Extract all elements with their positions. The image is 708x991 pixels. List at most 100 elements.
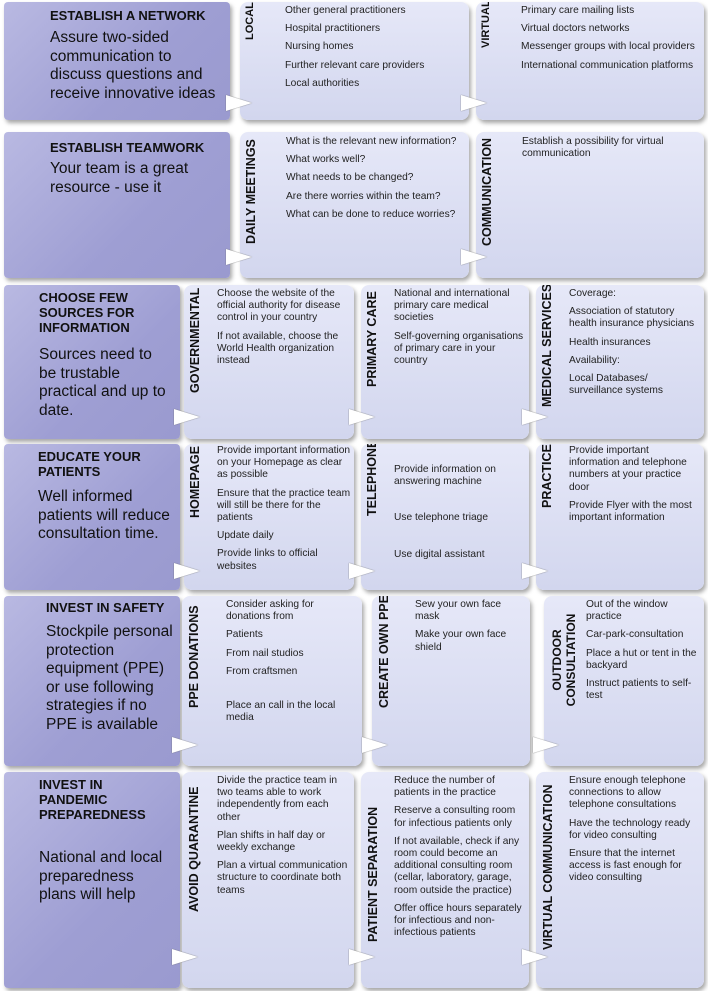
column-label: DAILY MEETINGS <box>244 139 258 244</box>
list-item: If not available, choose the World Healt… <box>217 330 339 367</box>
column-box-virtual-communication: VIRTUAL COMMUNICATION Ensure enough tele… <box>536 772 704 988</box>
list-item: Have the technology ready for video cons… <box>569 817 691 841</box>
list-item: What can be done to reduce worries? <box>286 208 456 220</box>
row-title: CHOOSE FEW SOURCES FOR INFORMATION <box>39 290 135 335</box>
list-item: Reserve a consulting room for infectious… <box>394 805 516 829</box>
list-item: Plan shifts in half day or weekly exchan… <box>217 829 326 854</box>
list-item: What needs to be changed? <box>286 172 414 184</box>
list-item: Coverage: <box>569 288 617 299</box>
column-items: What is the relevant new information? Wh… <box>286 136 464 227</box>
arrow-icon <box>362 737 388 753</box>
column-items: Choose the website of the official autho… <box>217 288 351 373</box>
arrow-icon <box>461 95 487 111</box>
arrow-icon <box>461 249 487 265</box>
list-item: Health insurances <box>569 336 651 348</box>
column-label: AVOID QUARANTINE <box>187 786 201 912</box>
list-item: Divide the practice team in two teams ab… <box>217 775 338 823</box>
column-label: PRIMARY CARE <box>365 291 379 387</box>
column-items: Divide the practice team in two teams ab… <box>217 775 351 903</box>
list-item: Place an call in the local media <box>226 700 336 724</box>
list-item: Out of the window practice <box>586 599 668 623</box>
column-box-avoid-quarantine: AVOID QUARANTINE Divide the practice tea… <box>182 772 354 988</box>
column-items: Reduce the number of patients in the pra… <box>394 775 526 945</box>
column-box-communication: COMMUNICATION Establish a possibility fo… <box>476 132 704 278</box>
arrow-icon <box>172 949 198 965</box>
list-item: Are there worries within the team? <box>286 190 441 202</box>
row-description: Well informed patients will reduce consu… <box>38 488 170 542</box>
column-items: Ensure enough telephone connections to a… <box>569 775 701 891</box>
row-title-box: INVEST IN PANDEMIC PREPAREDNESS National… <box>4 772 180 988</box>
column-label: TELEPHONE <box>365 444 379 516</box>
list-item: Availability: <box>569 354 620 366</box>
list-item: Other general practitioners <box>285 5 406 16</box>
list-item: Self-governing organisations of primary … <box>394 330 524 367</box>
list-item: Establish a possibility for virtual comm… <box>522 136 664 160</box>
column-box-primary-care: PRIMARY CARE National and international … <box>361 285 529 439</box>
list-item: Nursing homes <box>285 41 354 53</box>
arrow-icon <box>522 409 548 425</box>
column-label: VIRTUAL <box>480 2 492 48</box>
row-title: INVEST IN SAFETY <box>46 600 165 615</box>
row-description: Assure two-sided communication to discus… <box>50 29 216 102</box>
list-item: Messenger groups with local providers <box>521 41 695 53</box>
arrow-icon <box>349 563 375 579</box>
list-item: Provide links to official websites <box>217 548 318 572</box>
column-items: Sew your own face mask Make your own fac… <box>415 599 527 660</box>
column-label: LOCAL <box>244 2 256 40</box>
list-item: From craftsmen <box>226 665 298 677</box>
list-item: If not available, check if any room coul… <box>394 835 520 896</box>
arrow-icon <box>522 949 548 965</box>
list-item: Update daily <box>217 530 274 542</box>
list-item: Virtual doctors networks <box>521 23 630 35</box>
list-item: Hospital practitioners <box>285 23 381 35</box>
list-item: Sew your own face mask <box>415 599 502 623</box>
arrow-icon <box>522 563 548 579</box>
row-title: INVEST IN PANDEMIC PREPAREDNESS <box>39 777 146 822</box>
column-box-ppe-donations: PPE DONATIONS Consider asking for donati… <box>182 596 362 766</box>
column-box-daily-meetings: DAILY MEETINGS What is the relevant new … <box>240 132 469 278</box>
column-label: MEDICAL SERVICES <box>540 285 554 407</box>
column-box-patient-separation: PATIENT SEPARATION Reduce the number of … <box>361 772 529 988</box>
column-items: Provide important information and teleph… <box>569 445 701 530</box>
row-description: Your team is a great resource - use it <box>50 160 189 196</box>
column-label: PRACTICE <box>540 444 554 508</box>
row-title-box: EDUCATE YOUR PATIENTS Well informed pati… <box>4 444 180 590</box>
list-item: Local authorities <box>285 77 360 89</box>
column-box-governmental: GOVERNMENTAL Choose the website of the o… <box>184 285 354 439</box>
column-label: CREATE OWN PPE <box>377 596 391 708</box>
list-item: Place a hut or tent in the backyard <box>586 647 697 671</box>
column-box-outdoor-consultation: OUTDOOR CONSULTATION Out of the window p… <box>544 596 704 766</box>
list-item: Provide Flyer with the most important in… <box>569 499 692 524</box>
row-pandemic-preparedness: INVEST IN PANDEMIC PREPAREDNESS National… <box>0 771 708 990</box>
row-description: Sources need to be trustable practical a… <box>39 346 166 419</box>
list-item: Ensure enough telephone connections to a… <box>569 775 686 811</box>
list-item: Patients <box>226 629 263 641</box>
row-description: National and local preparedness plans wi… <box>39 849 163 903</box>
list-item: Further relevant care providers <box>285 59 425 71</box>
list-item: Offer office hours separately for infect… <box>394 902 522 939</box>
arrow-icon <box>226 95 252 111</box>
row-title: ESTABLISH TEAMWORK <box>50 140 205 155</box>
column-label: COMMUNICATION <box>480 137 494 246</box>
row-establish-network: ESTABLISH A NETWORK Assure two-sided com… <box>0 0 708 124</box>
column-label: VIRTUAL COMMUNICATION <box>541 784 555 951</box>
column-box-virtual: VIRTUAL Primary care mailing lists Virtu… <box>476 2 704 120</box>
list-item: Local Databases/ surveillance systems <box>569 373 663 397</box>
list-item: From nail studios <box>226 647 304 659</box>
list-item: Make your own face shield <box>415 629 507 653</box>
column-label: PATIENT SEPARATION <box>366 806 380 942</box>
column-box-telephone: TELEPHONE Provide information on answeri… <box>361 444 529 590</box>
column-label: PPE DONATIONS <box>187 605 201 708</box>
row-educate-patients: EDUCATE YOUR PATIENTS Well informed pati… <box>0 442 708 592</box>
column-label: GOVERNMENTAL <box>188 287 202 393</box>
arrow-icon <box>533 737 559 753</box>
list-item: International communication platforms <box>521 59 694 71</box>
list-item: Plan a virtual communication structure t… <box>217 860 348 896</box>
row-title: ESTABLISH A NETWORK <box>50 8 206 23</box>
column-box-medical-services: MEDICAL SERVICES Coverage: Association o… <box>536 285 704 439</box>
column-label: HOMEPAGE <box>188 446 202 518</box>
row-title: EDUCATE YOUR PATIENTS <box>38 449 141 479</box>
column-items: Out of the window practice Car-park-cons… <box>586 599 702 708</box>
column-items: Coverage: Association of statutory healt… <box>569 288 701 403</box>
list-item: Choose the website of the official autho… <box>217 288 341 324</box>
